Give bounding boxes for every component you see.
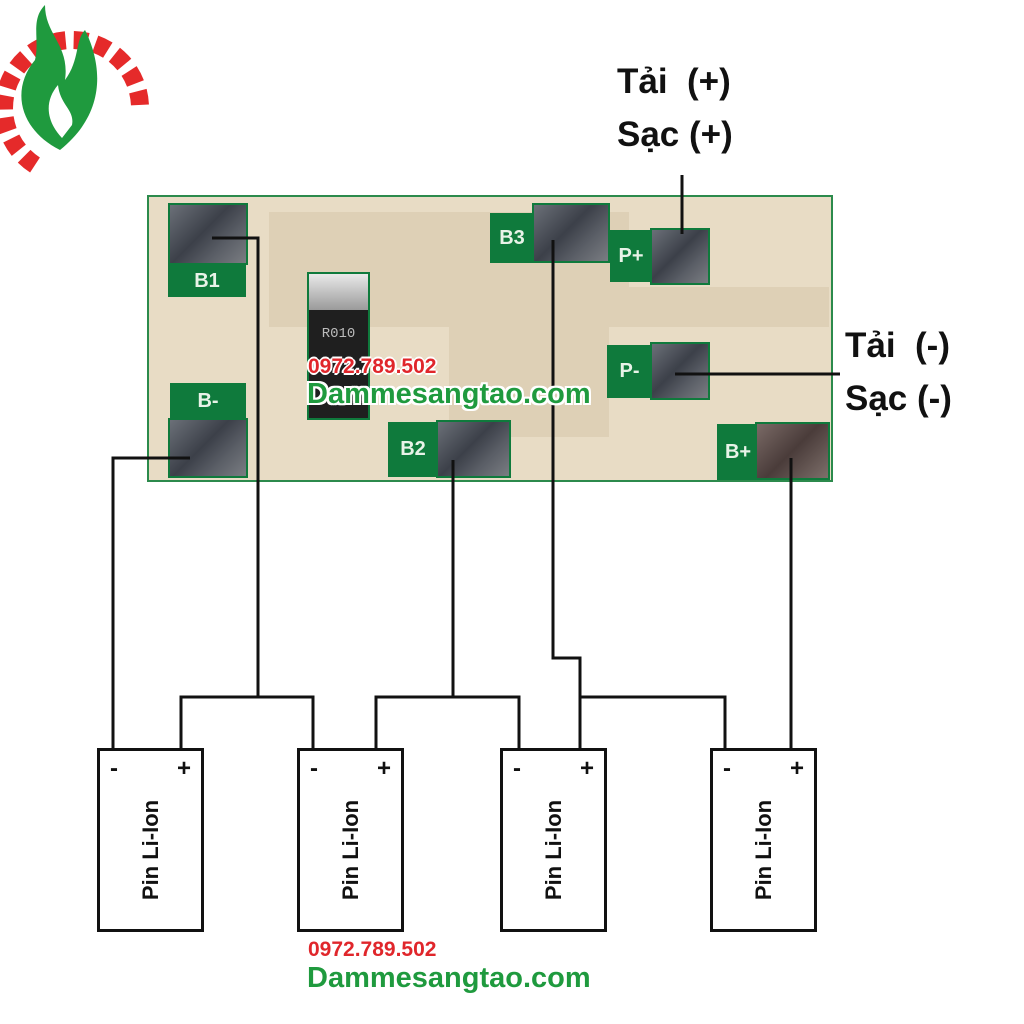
battery-label: Pin Li-Ion	[750, 799, 776, 901]
pad-label-b3: B3	[490, 213, 534, 263]
battery-label: Pin Li-Ion	[137, 799, 163, 901]
terminal-negative-load: Tải (-)	[845, 326, 950, 365]
wire-b3-bus	[580, 695, 727, 748]
battery-minus: -	[110, 755, 118, 782]
watermark-phone: 0972.789.502	[308, 355, 437, 378]
pad-b3	[532, 203, 610, 263]
wire-b1	[212, 236, 260, 697]
pad-p-plus	[650, 228, 710, 285]
wire-b-minus	[111, 456, 190, 748]
battery-label: Pin Li-Ion	[540, 799, 566, 901]
logo-icon	[0, 5, 150, 173]
wire-b3	[551, 240, 582, 748]
battery-3: - + Pin Li-Ion	[500, 748, 607, 932]
watermark-site: Dammesangtao.com	[307, 378, 591, 410]
wire-b1-bus	[179, 695, 315, 748]
terminal-positive-load: Tải (+)	[617, 62, 731, 101]
battery-minus: -	[310, 755, 318, 782]
terminal-positive-charge: Sạc (+)	[617, 115, 733, 154]
pad-b1	[168, 203, 248, 265]
battery-plus: +	[789, 755, 804, 782]
battery-2: - + Pin Li-Ion	[297, 748, 404, 932]
battery-label: Pin Li-Ion	[337, 799, 363, 901]
battery-plus: +	[579, 755, 594, 782]
battery-4: - + Pin Li-Ion	[710, 748, 817, 932]
battery-1: - + Pin Li-Ion	[97, 748, 204, 932]
watermark-site: Dammesangtao.com	[307, 962, 591, 994]
pad-b-minus	[168, 418, 248, 478]
resistor-marking: R010	[321, 326, 356, 342]
pad-p-minus	[650, 342, 710, 400]
battery-minus: -	[723, 755, 731, 782]
pad-label-p-minus: P-	[607, 345, 652, 398]
shunt-resistor: R010	[307, 272, 370, 420]
battery-plus: +	[376, 755, 391, 782]
wire-b2-bus	[374, 695, 521, 748]
terminal-negative-charge: Sạc (-)	[845, 379, 952, 418]
pad-label-b-minus: B-	[170, 383, 246, 420]
pad-b2	[436, 420, 511, 478]
watermark-phone: 0972.789.502	[308, 938, 437, 961]
pad-label-b-plus: B+	[717, 424, 759, 480]
battery-minus: -	[513, 755, 521, 782]
pad-label-b1: B1	[168, 265, 246, 297]
battery-plus: +	[176, 755, 191, 782]
pad-label-p-plus: P+	[610, 230, 652, 282]
pad-label-b2: B2	[388, 422, 438, 477]
